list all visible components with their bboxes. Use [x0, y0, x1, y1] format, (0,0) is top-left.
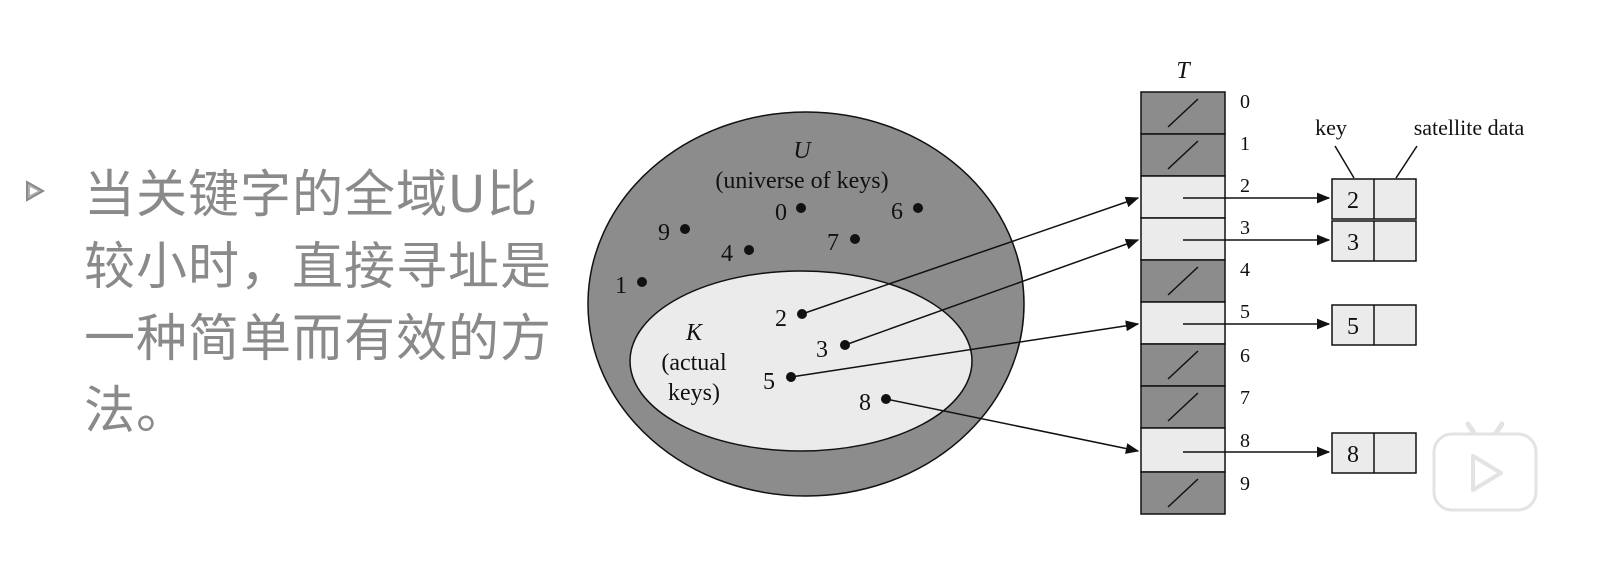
universe-key-9: 9 — [658, 220, 670, 246]
actual-key-2: 2 — [775, 306, 787, 332]
record-key-leader — [1334, 145, 1355, 179]
table-slot-1 — [1140, 133, 1226, 177]
record-satellite-label: satellite data — [1414, 115, 1525, 140]
universe-key-7: 7 — [827, 230, 839, 256]
table-slot-index-9: 9 — [1240, 473, 1250, 495]
table-slot-3 — [1140, 217, 1226, 261]
universe-label: (universe of keys) — [715, 168, 888, 194]
arrow-key-8-to-slot — [885, 398, 1140, 454]
record-satellite-leader — [1395, 145, 1418, 179]
bullet-text: 当关键字的全域U比较小时，直接寻址是一种简单而有效的方法。 — [84, 166, 553, 441]
universe-key-0-dot — [796, 203, 806, 213]
table-slot-index-4: 4 — [1240, 259, 1250, 281]
actual-key-8: 8 — [859, 390, 871, 416]
universe-key-1: 1 — [615, 273, 627, 299]
universe-key-6-dot — [913, 203, 923, 213]
record-key-label: key — [1315, 115, 1347, 140]
table-slot-8 — [1140, 427, 1226, 473]
table-slot-4 — [1140, 259, 1226, 303]
table-slot-6 — [1140, 343, 1226, 387]
record-key-2: 2 — [1347, 188, 1359, 214]
record-key-3: 3 — [1347, 230, 1359, 256]
universe-key-6: 6 — [891, 199, 903, 225]
universe-key-0: 0 — [775, 200, 787, 226]
universe-symbol: U — [793, 138, 812, 164]
record-5 — [1331, 304, 1417, 346]
table-slot-9 — [1140, 471, 1226, 515]
bullet-arrow-icon — [26, 180, 46, 202]
bilibili-play-icon[interactable] — [1430, 410, 1540, 514]
table-slot-index-8: 8 — [1240, 430, 1250, 452]
actual-key-3: 3 — [816, 337, 828, 363]
universe-key-9-dot — [680, 224, 690, 234]
table-slot-index-7: 7 — [1240, 387, 1250, 409]
table-slot-0 — [1140, 91, 1226, 135]
actual-key-5: 5 — [763, 369, 775, 395]
universe-key-1-dot — [637, 277, 647, 287]
table-slot-index-6: 6 — [1240, 345, 1250, 367]
table-slot-index-2: 2 — [1240, 175, 1250, 197]
universe-key-4-dot — [744, 245, 754, 255]
table-slot-7 — [1140, 385, 1226, 429]
record-key-5: 5 — [1347, 314, 1359, 340]
table-title: T — [1176, 58, 1191, 84]
actual-keys-label-1: (actual — [661, 350, 727, 376]
arrow-key-5-to-slot — [790, 320, 1140, 378]
universe-key-7-dot — [850, 234, 860, 244]
record-2 — [1331, 178, 1417, 220]
record-key-8: 8 — [1347, 442, 1359, 468]
actual-keys-symbol: K — [685, 320, 704, 346]
table-slot-index-3: 3 — [1240, 217, 1250, 239]
table-slot-5 — [1140, 301, 1226, 345]
arrow-key-2-to-slot — [801, 196, 1140, 315]
record-8 — [1331, 432, 1417, 474]
table-slot-index-1: 1 — [1240, 133, 1250, 155]
actual-keys-label-2: keys) — [668, 380, 720, 406]
table-slot-index-0: 0 — [1240, 91, 1250, 113]
actual-keys-ellipse — [629, 270, 973, 452]
table-slot-index-5: 5 — [1240, 301, 1250, 323]
table-slot-2 — [1140, 175, 1226, 219]
universe-key-4: 4 — [721, 241, 733, 267]
record-3 — [1331, 220, 1417, 262]
arrow-key-3-to-slot — [844, 239, 1140, 346]
